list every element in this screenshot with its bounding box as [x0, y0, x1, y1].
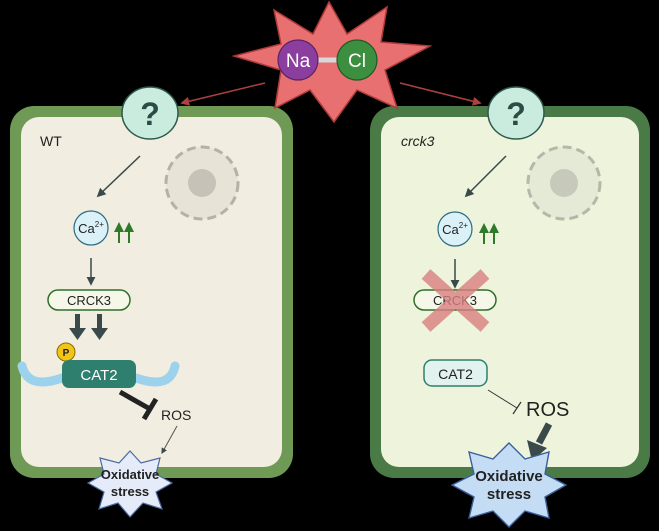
wt-ros-to-stress-arrow: [161, 425, 178, 455]
mutant-stress-line1: Oxidative: [475, 468, 543, 485]
wt-ros-label: ROS: [161, 407, 191, 423]
wt-crck3-label: CRCK3: [67, 293, 111, 308]
wt-receptor: [121, 86, 179, 140]
cl-label: Cl: [348, 51, 366, 72]
cl-atom: [336, 39, 378, 81]
wt-receptor-question-icon: ?: [140, 96, 160, 132]
knockout-x-icon: [421, 269, 490, 332]
mutant-cat2-inhibit-bar: [512, 401, 522, 415]
salt-to-wt-receptor-arrow: [180, 82, 266, 106]
wt-phosphorylation-arrows: [69, 314, 108, 340]
mutant-receptor-to-calcium-arrow: [464, 155, 507, 198]
wt-calcium-increase-arrows: [114, 222, 134, 243]
wt-cat2-right-arm: [131, 361, 180, 387]
mutant-calcium-increase-arrows: [479, 223, 499, 244]
na-label: Na: [286, 51, 311, 72]
mutant-ros-label: ROS: [526, 399, 569, 421]
wt-cat2-inhibits-ros: [118, 389, 152, 412]
mutant-nucleolus: [550, 169, 578, 197]
wt-calcium-ion: [73, 210, 109, 246]
mutant-cell: crck3 ? Ca2+ CRCK3 CAT2 ROS: [370, 86, 650, 528]
salt-stimulus: Na Cl: [180, 0, 482, 124]
wt-cell: WT ? Ca2+ CRCK3 P: [10, 86, 293, 518]
wt-cat2-box: [62, 360, 136, 388]
mutant-calcium-ion: [437, 211, 473, 247]
wt-cell-label: WT: [40, 133, 62, 149]
mutant-cat2-box: [423, 359, 488, 387]
mutant-cat2-inhibits-ros: [487, 389, 518, 409]
wt-crck3-box: [47, 289, 131, 311]
wt-stress-line2: stress: [111, 484, 149, 499]
wt-cat2-label: CAT2: [80, 367, 117, 384]
na-atom: [277, 39, 319, 81]
mutant-calcium-label: Ca2+: [442, 221, 468, 237]
salt-to-mutant-receptor-arrow: [399, 82, 482, 106]
mutant-receptor-question-icon: ?: [506, 96, 526, 132]
wt-phosphate-label: P: [63, 348, 70, 359]
wt-cat2-left-arm: [17, 361, 67, 387]
mutant-stress-line2: stress: [487, 486, 531, 503]
wt-calcium-label: Ca2+: [78, 220, 104, 236]
wt-nucleolus: [188, 169, 216, 197]
mutant-cat2-label: CAT2: [438, 366, 473, 382]
wt-receptor-to-calcium-arrow: [96, 155, 141, 198]
wt-cat2-inhibit-bar: [141, 397, 159, 421]
mutant-oxidative-stress-burst: [450, 442, 568, 528]
mutant-receptor: [487, 86, 545, 140]
wt-stress-line1: Oxidative: [101, 467, 160, 482]
wt-oxidative-stress-burst: [86, 450, 174, 518]
mutant-ros-to-stress-arrow: [527, 422, 553, 461]
mutant-cell-label: crck3: [401, 133, 435, 149]
